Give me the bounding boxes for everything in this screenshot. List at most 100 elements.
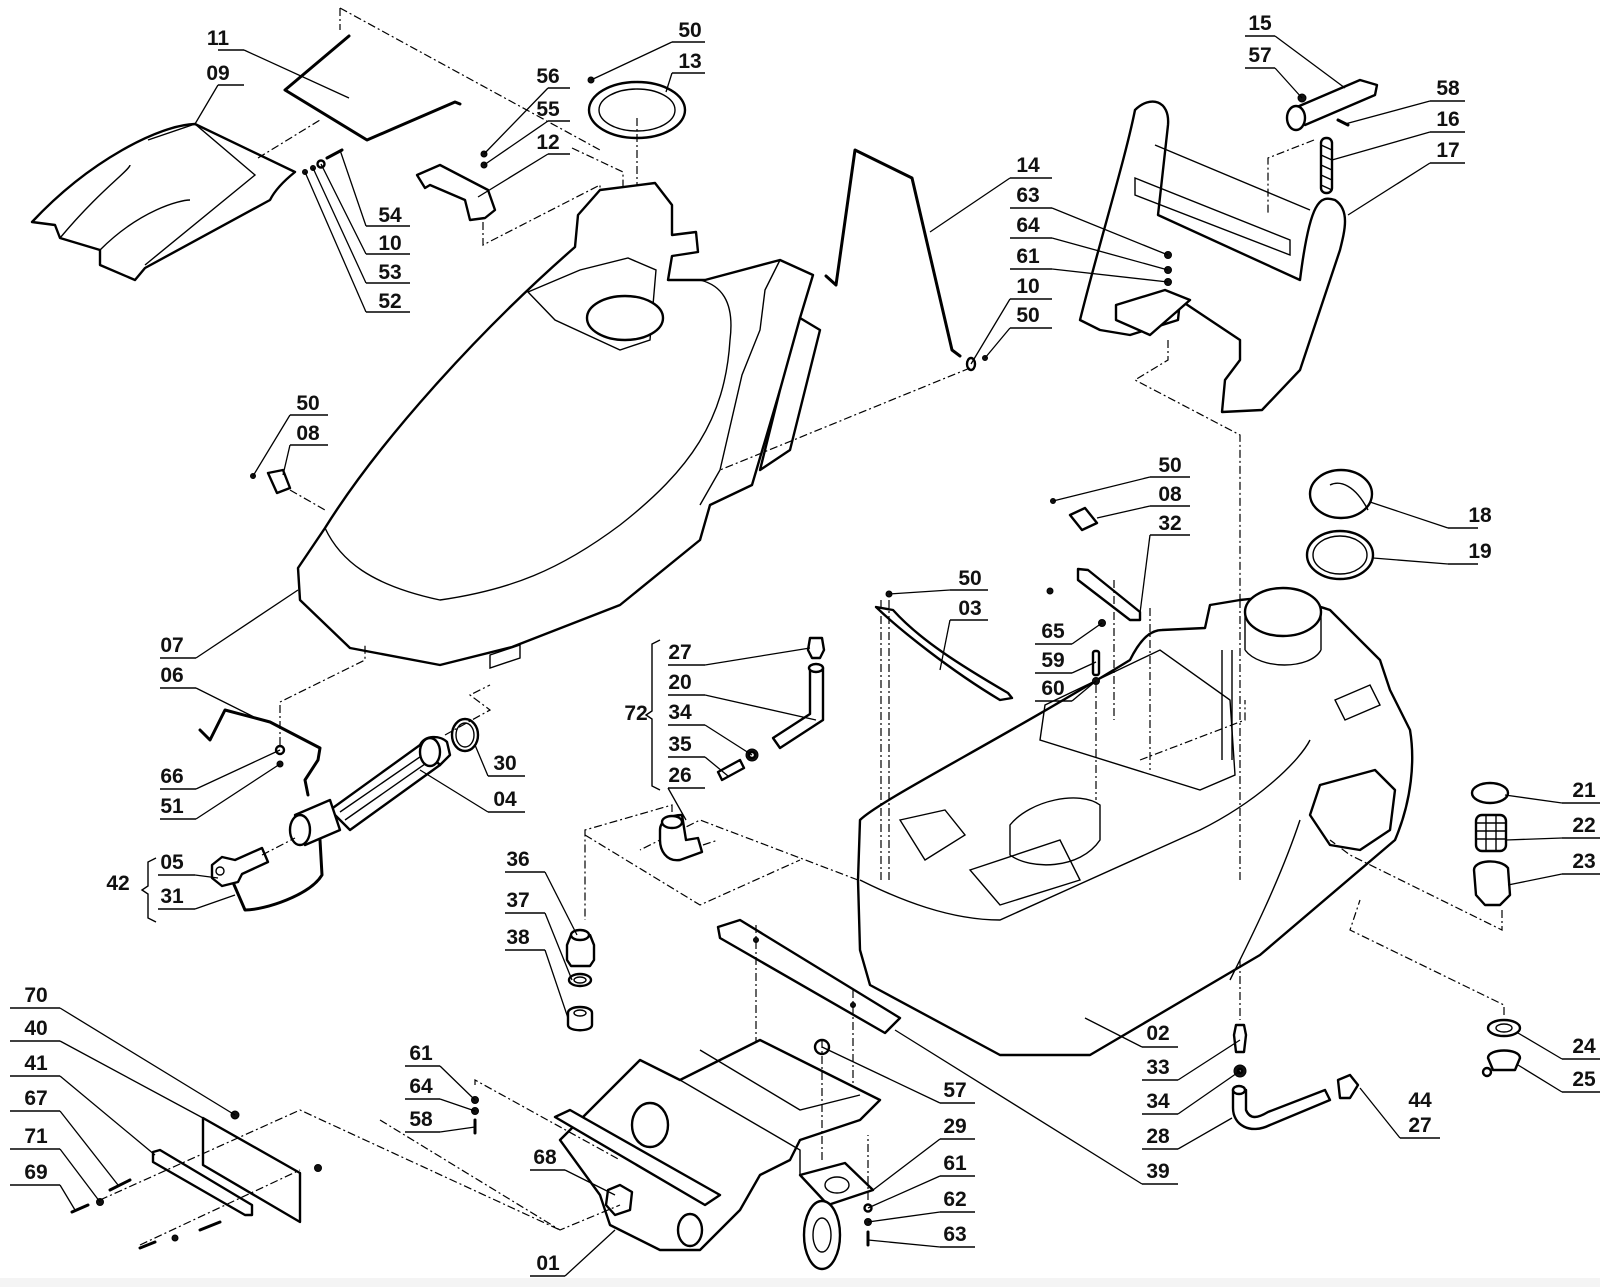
callout-15: 15 — [1245, 12, 1346, 89]
callout-labels: 1109541053525655125013146364611050155758… — [10, 12, 1600, 1277]
callout-35: 35 — [668, 733, 729, 777]
callout-leader — [1139, 534, 1151, 614]
callout-leader — [1071, 622, 1103, 645]
callout-label: 44 — [1408, 1089, 1432, 1112]
callout-leader — [704, 756, 729, 777]
callout-38: 38 — [505, 926, 569, 1019]
callout-39: 39 — [894, 1029, 1178, 1185]
callout-leader — [439, 1098, 476, 1112]
callout-label: 51 — [160, 795, 184, 818]
callout-label: 24 — [1572, 1035, 1596, 1058]
callout-leader — [590, 41, 673, 81]
callout-69: 69 — [10, 1161, 76, 1211]
callout-leader — [1504, 794, 1563, 804]
callout-label: 22 — [1572, 814, 1595, 837]
callout-67: 67 — [10, 1087, 119, 1186]
cap-gasket-part — [1305, 529, 1375, 581]
callout-label: 18 — [1468, 504, 1492, 527]
callout-label: 07 — [160, 634, 183, 657]
callout-61: 61 — [867, 1152, 975, 1209]
callout-label: 63 — [943, 1223, 966, 1246]
callout-label: 03 — [958, 597, 981, 620]
callout-label: 61 — [1016, 245, 1040, 268]
callout-09: 09 — [194, 62, 244, 125]
callout-leader — [1096, 505, 1151, 519]
callout-label: 16 — [1436, 108, 1459, 131]
callout-label: 17 — [1436, 139, 1459, 162]
callout-label: 68 — [533, 1146, 557, 1169]
callout-44: 44 — [1408, 1089, 1432, 1112]
callout-57: 57 — [1245, 44, 1303, 99]
callout-50: 50 — [1052, 454, 1190, 502]
callout-label: 40 — [24, 1017, 47, 1040]
callout-label: 34 — [1146, 1090, 1170, 1113]
filter-housing-part — [1472, 860, 1512, 907]
swivel-caster-part — [798, 1161, 875, 1271]
callout-leader — [704, 694, 817, 721]
spray-valve-part — [210, 846, 270, 888]
callout-40: 40 — [10, 1017, 204, 1119]
callout-label: 55 — [536, 98, 560, 121]
plug-27b-part — [1336, 1073, 1360, 1100]
callout-25: 25 — [1517, 1064, 1600, 1093]
callout-22: 22 — [1505, 814, 1600, 841]
callout-19: 19 — [1372, 540, 1492, 565]
callout-04: 04 — [419, 769, 525, 813]
callout-leader — [1051, 237, 1169, 271]
callout-label: 37 — [506, 889, 529, 912]
strip-plate-part — [1076, 567, 1142, 622]
fitting-35-part — [716, 758, 746, 782]
callout-label: 71 — [24, 1125, 48, 1148]
callout-50: 50 — [590, 19, 705, 81]
callout-label: 58 — [1436, 77, 1460, 100]
callout-label: 27 — [668, 641, 691, 664]
callout-leader — [483, 87, 549, 155]
nut-65-part — [1046, 587, 1054, 595]
callout-leader — [59, 1075, 156, 1156]
tank-cap-part — [1308, 468, 1374, 520]
callout-leader — [1084, 1017, 1143, 1048]
callout-label: 30 — [493, 752, 516, 775]
callout-leader — [1369, 501, 1449, 529]
callout-leader — [243, 49, 350, 99]
callout-26: 26 — [667, 764, 705, 821]
callout-leader — [1505, 837, 1563, 841]
callout-leader — [929, 177, 1011, 233]
callout-leader — [282, 444, 291, 476]
callout-label: 64 — [1016, 214, 1040, 237]
callout-leader — [439, 1126, 476, 1133]
callout-leader — [704, 647, 811, 666]
callout-leader — [304, 171, 367, 313]
nipple-36-part — [565, 933, 596, 968]
callout-leader — [1347, 162, 1431, 216]
callout-70: 70 — [10, 984, 236, 1116]
callout-30: 30 — [474, 744, 525, 777]
callout-label: 59 — [1041, 649, 1064, 672]
recovery-tank-lid-part — [296, 181, 822, 669]
callout-label: 23 — [1572, 850, 1595, 873]
callout-label: 39 — [1146, 1160, 1169, 1183]
callout-leader — [888, 589, 951, 595]
callout-71: 71 — [10, 1125, 101, 1203]
callout-13: 13 — [665, 50, 705, 93]
callout-leader — [1177, 1039, 1241, 1081]
callout-leader — [867, 1239, 941, 1248]
callout-label: 19 — [1468, 540, 1491, 563]
callout-10: 10 — [970, 275, 1052, 365]
callout-leader — [339, 149, 367, 227]
callout-leader — [704, 724, 753, 756]
callout-58: 58 — [405, 1108, 476, 1133]
callout-label: 10 — [378, 232, 401, 255]
callout-leader — [1177, 1117, 1233, 1150]
callout-03: 03 — [939, 597, 988, 671]
callout-24: 24 — [1517, 1032, 1600, 1060]
callout-leader — [867, 1211, 941, 1223]
callout-label: 29 — [943, 1115, 966, 1138]
callout-label: 69 — [24, 1161, 47, 1184]
callout-label: 72 — [624, 702, 647, 725]
callout-label: 50 — [296, 392, 319, 415]
callout-leader — [1517, 1032, 1563, 1060]
callout-label: 61 — [409, 1042, 433, 1065]
callout-33: 33 — [1142, 1039, 1241, 1081]
